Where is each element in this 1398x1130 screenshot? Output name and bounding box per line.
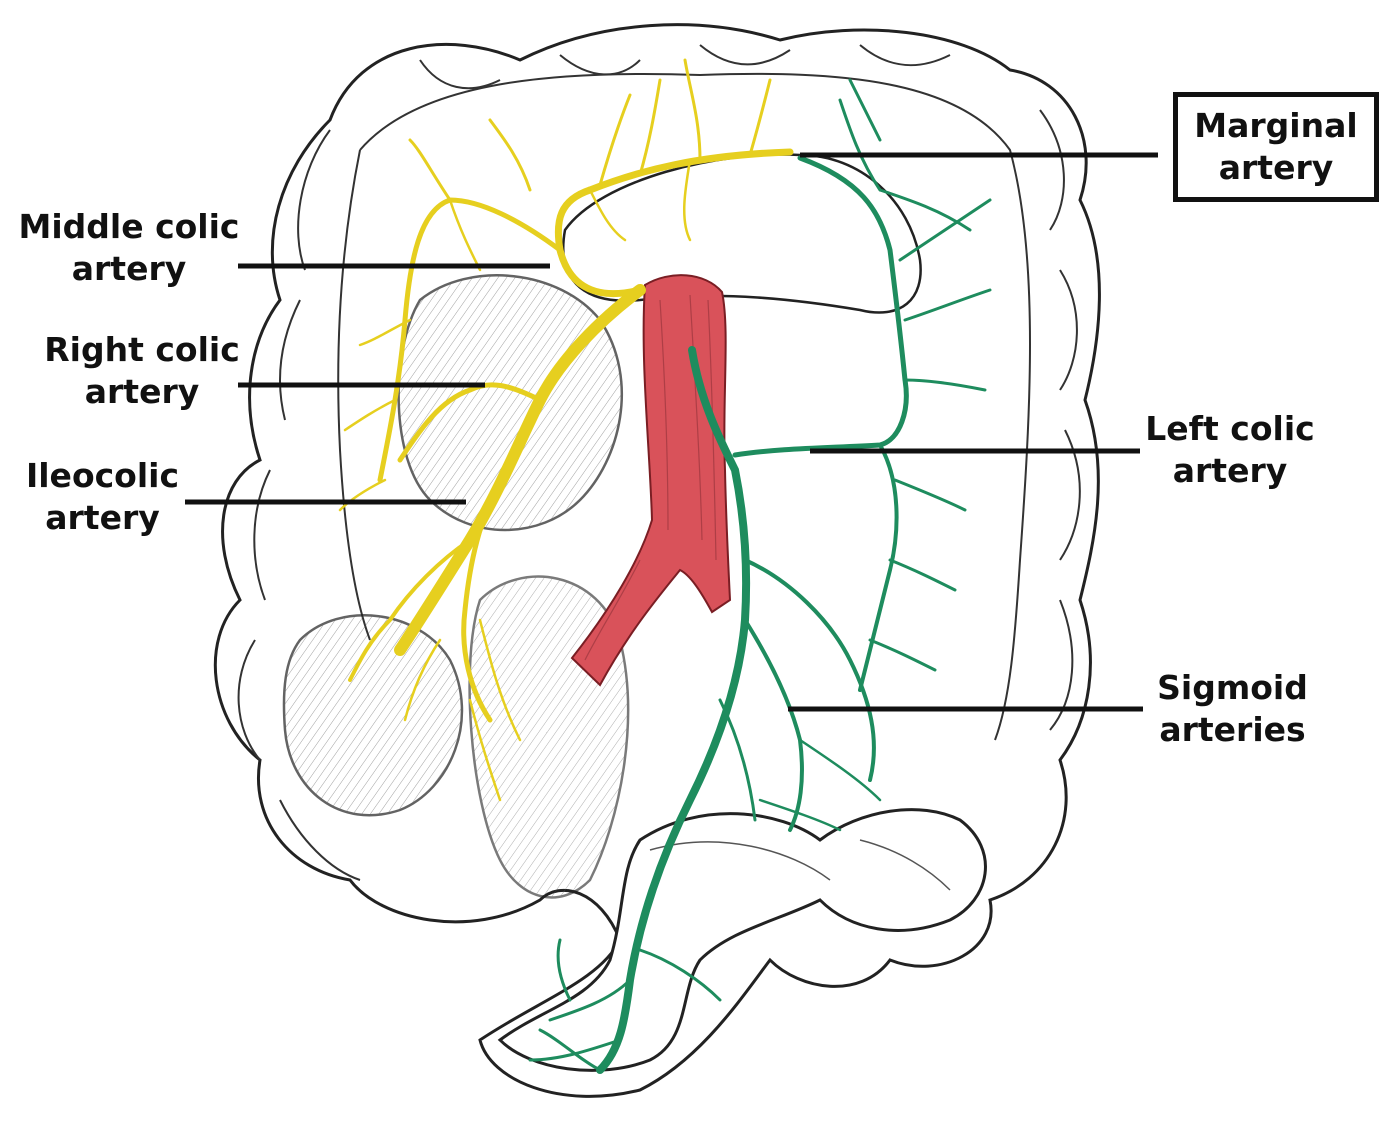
inferior-mesenteric-branches — [528, 78, 992, 1074]
label-middle-colic-artery: Middle colic artery — [14, 206, 244, 290]
label-ileocolic-line1: Ileocolic — [25, 456, 180, 495]
sigmoid-colon-hatching — [649, 839, 951, 891]
sigmoid-colon — [497, 808, 987, 1072]
label-right-colic-line2: artery — [84, 372, 200, 411]
label-marginal-artery: Marginal artery — [1173, 92, 1379, 202]
colon-haustra-right — [1039, 109, 1081, 731]
colon-inner-border-left — [337, 149, 371, 641]
label-left-colic-artery: Left colic artery — [1135, 408, 1325, 492]
label-marginal-line2: artery — [1218, 148, 1334, 187]
colon-inner-border — [359, 72, 1031, 741]
small-intestine-loops — [397, 274, 624, 532]
small-intestine-lower — [282, 614, 464, 817]
label-right-colic-line1: Right colic — [44, 330, 240, 369]
colon-haustra-left — [237, 129, 361, 881]
leader-lines — [185, 152, 1158, 712]
label-sigmoid-line1: Sigmoid — [1157, 668, 1308, 707]
superior-mesenteric-branches — [338, 58, 794, 802]
label-ileocolic-artery: Ileocolic artery — [10, 455, 195, 539]
label-ileocolic-line2: artery — [45, 498, 160, 537]
label-right-colic-artery: Right colic artery — [32, 329, 252, 413]
label-middle-colic-line2: artery — [71, 249, 187, 288]
label-middle-colic-line1: Middle colic — [18, 207, 240, 246]
label-marginal-line1: Marginal — [1194, 106, 1358, 145]
label-sigmoid-line2: arteries — [1159, 710, 1306, 749]
aorta-texture — [584, 294, 717, 661]
aorta — [570, 274, 732, 687]
label-sigmoid-arteries: Sigmoid arteries — [1140, 667, 1325, 751]
label-left-colic-line2: artery — [1172, 451, 1288, 490]
label-left-colic-line1: Left colic — [1145, 409, 1315, 448]
